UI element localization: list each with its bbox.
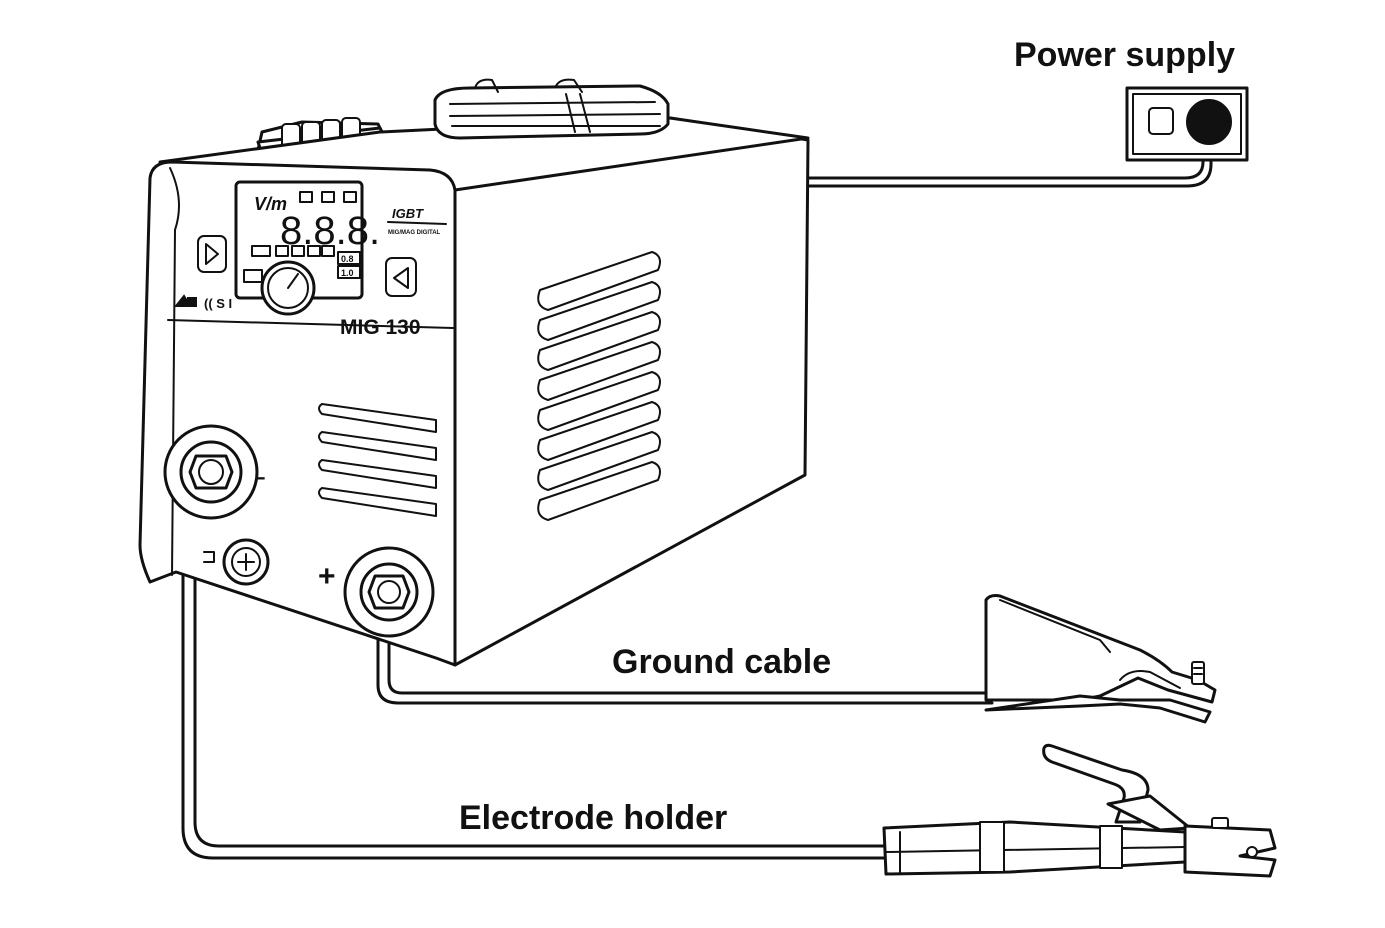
electrode-holder-label: Electrode holder xyxy=(459,799,728,837)
control-socket xyxy=(203,538,270,586)
electrode-cable-line xyxy=(181,498,892,860)
electrode-holder-tool xyxy=(882,743,1277,878)
power-supply-label: Power supply xyxy=(1014,36,1236,74)
negative-symbol: - xyxy=(256,460,266,493)
svg-text:(( S I: (( S I xyxy=(204,296,232,311)
carry-handle xyxy=(433,78,670,140)
vm-label: V/m xyxy=(254,194,287,214)
control-knob xyxy=(260,260,316,316)
power-cable xyxy=(806,126,1213,188)
positive-terminal: + xyxy=(318,546,435,638)
side-vents xyxy=(537,251,661,521)
ground-cable-line xyxy=(376,610,994,705)
readout-2: 1.0 xyxy=(341,268,354,278)
front-vents xyxy=(318,403,437,517)
certification-marks: (( S I xyxy=(173,294,232,311)
readout-1: 0.8 xyxy=(341,254,354,264)
brand-subtitle: MIG/MAG DIGITAL xyxy=(388,230,441,236)
positive-symbol: + xyxy=(318,560,336,593)
welder-machine: V/m 8.8.8. 0.8 1.0 IGBT MIG/MAG DIGITAL xyxy=(138,78,810,667)
negative-terminal: - xyxy=(163,424,266,520)
ground-cable-label: Ground cable xyxy=(612,643,832,681)
brand-igbt: IGBT xyxy=(392,206,424,221)
wall-socket xyxy=(1125,86,1249,162)
model-label: MIG 130 xyxy=(340,316,421,339)
ground-clamp xyxy=(984,594,1217,724)
control-panel: V/m 8.8.8. 0.8 1.0 IGBT MIG/MAG DIGITAL xyxy=(173,180,447,316)
